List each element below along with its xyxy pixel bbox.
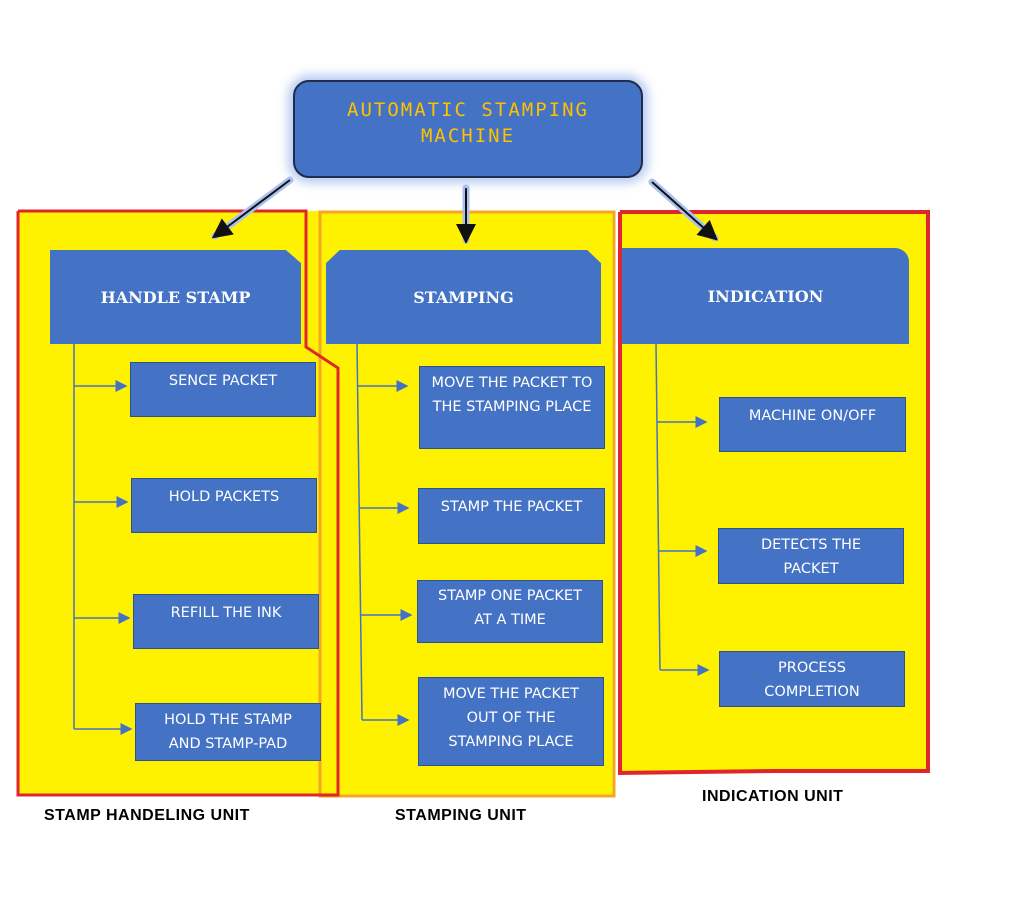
item-label: MOVE THE PACKET OUT OF THE STAMPING PLAC… — [442, 686, 580, 750]
item-label: SENCE PACKET — [168, 373, 278, 389]
item-move-packet-to-stamping-place: MOVE THE PACKET TO THE STAMPING PLACE — [419, 366, 605, 449]
item-stamp-the-packet: STAMP THE PACKET — [418, 488, 605, 544]
item-move-packet-out: MOVE THE PACKET OUT OF THE STAMPING PLAC… — [418, 677, 604, 766]
item-label: STAMP ONE PACKET AT A TIME — [438, 588, 582, 628]
indication-header-label: INDICATION — [707, 286, 824, 306]
item-stamp-one-packet-at-a-time: STAMP ONE PACKET AT A TIME — [417, 580, 603, 643]
stamping-header-label: STAMPING — [413, 287, 514, 307]
item-refill-the-ink: REFILL THE INK — [133, 594, 319, 649]
stamping-header: STAMPING — [326, 250, 601, 344]
stamp-handling-panel-border — [16, 209, 340, 797]
item-hold-packets: HOLD PACKETS — [131, 478, 317, 533]
item-label: STAMP THE PACKET — [440, 499, 583, 515]
item-label: HOLD PACKETS — [168, 489, 280, 505]
item-label: PROCESS COMPLETION — [764, 660, 860, 700]
stamp-handling-unit-label: STAMP HANDELING UNIT — [44, 807, 250, 824]
item-label: MACHINE ON/OFF — [748, 408, 877, 424]
item-machine-on-off: MACHINE ON/OFF — [719, 397, 906, 452]
handle-stamp-header-label: HANDLE STAMP — [100, 287, 251, 307]
handle-stamp-header: HANDLE STAMP — [50, 250, 301, 344]
item-hold-the-stamp: HOLD THE STAMP AND STAMP-PAD — [135, 703, 321, 761]
root-title: AUTOMATIC STAMPING MACHINE — [347, 99, 589, 147]
stamping-unit-label: STAMPING UNIT — [395, 807, 527, 824]
item-process-completion: PROCESS COMPLETION — [719, 651, 905, 707]
item-label: HOLD THE STAMP AND STAMP-PAD — [164, 712, 292, 752]
indication-header: INDICATION — [622, 248, 909, 344]
indication-panel-border — [618, 210, 930, 776]
item-label: DETECTS THE PACKET — [760, 537, 862, 577]
item-detects-the-packet: DETECTS THE PACKET — [718, 528, 904, 584]
item-label: REFILL THE INK — [170, 605, 282, 621]
root-title-box: AUTOMATIC STAMPING MACHINE — [293, 80, 643, 178]
item-sence-packet: SENCE PACKET — [130, 362, 316, 417]
indication-unit-label: INDICATION UNIT — [702, 788, 844, 805]
item-label: MOVE THE PACKET TO THE STAMPING PLACE — [431, 375, 593, 415]
